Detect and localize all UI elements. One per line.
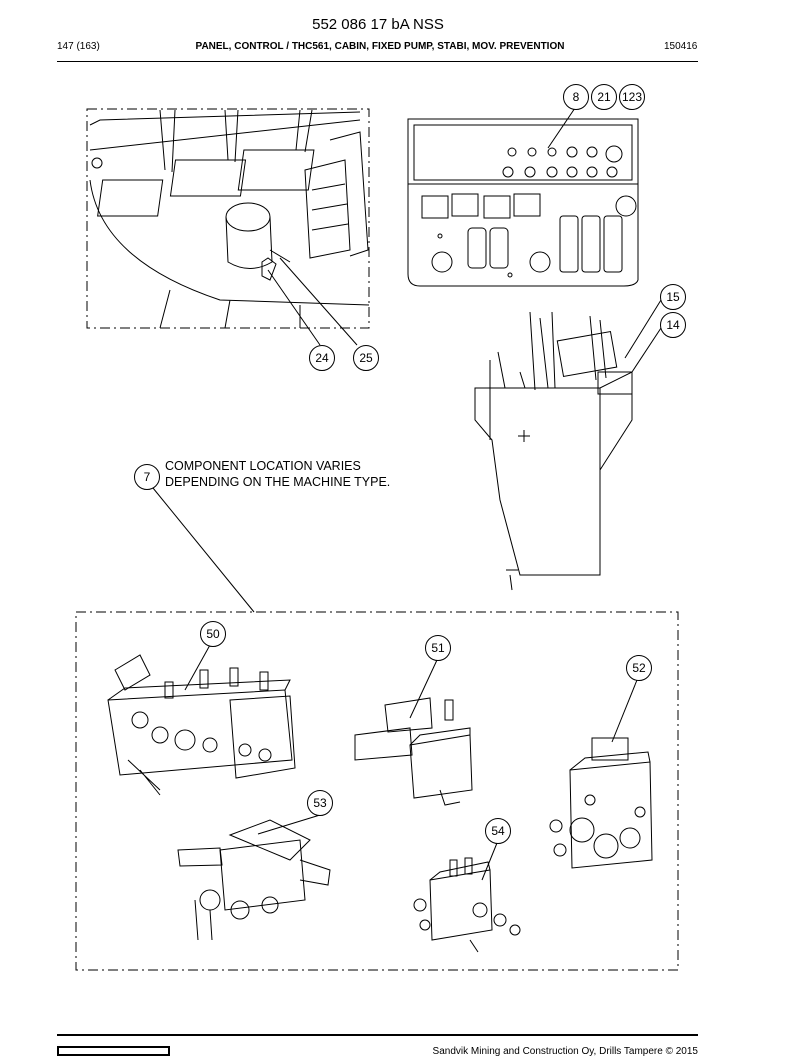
leader-52 (611, 679, 638, 743)
leader-14 (631, 327, 662, 373)
footer-divider (57, 1034, 698, 1036)
callout-7: 7 (134, 464, 160, 490)
footer-copyright: Sandvik Mining and Construction Oy, Dril… (432, 1046, 698, 1057)
valve-block-51 (354, 697, 473, 806)
leader-25 (279, 257, 358, 346)
callout-8: 8 (563, 84, 589, 110)
callout-15: 15 (660, 284, 686, 310)
cabin-armrest-drawing (474, 311, 633, 591)
callout-123: 123 (619, 84, 645, 110)
page-indicator: 147 (163) (57, 41, 100, 52)
callout-21: 21 (591, 84, 617, 110)
callout-53: 53 (307, 790, 333, 816)
callout-14: 14 (660, 312, 686, 338)
revision-code: 150416 (664, 41, 698, 52)
valve-block-50 (107, 654, 296, 796)
valve-block-52 (549, 737, 653, 869)
callout-50: 50 (200, 621, 226, 647)
control-panel-drawing (407, 118, 639, 287)
leader-50 (184, 644, 211, 691)
leader-15 (624, 299, 662, 359)
callout-25: 25 (353, 345, 379, 371)
callout-51: 51 (425, 635, 451, 661)
leader-7 (152, 487, 255, 613)
valve-block-54 (413, 857, 521, 953)
header-divider (57, 61, 698, 62)
document-number: 552 086 17 bA NSS (312, 16, 444, 33)
leader-51 (409, 659, 438, 719)
detail-frame-controls (86, 108, 370, 329)
valve-block-53 (177, 819, 331, 941)
brand-logo (57, 1046, 170, 1056)
detail-frame-valves (75, 611, 679, 971)
callout-54: 54 (485, 818, 511, 844)
note-line-2: DEPENDING ON THE MACHINE TYPE. (165, 475, 391, 489)
leader-53 (257, 814, 321, 835)
leader-54 (481, 842, 498, 881)
component-location-note: COMPONENT LOCATION VARIES DEPENDING ON T… (165, 458, 390, 490)
callout-52: 52 (626, 655, 652, 681)
callout-24: 24 (309, 345, 335, 371)
part-description: PANEL, CONTROL / THC561, CABIN, FIXED PU… (195, 41, 565, 52)
leader-24 (267, 269, 321, 346)
note-line-1: COMPONENT LOCATION VARIES (165, 459, 361, 473)
leader-8 (547, 107, 576, 149)
